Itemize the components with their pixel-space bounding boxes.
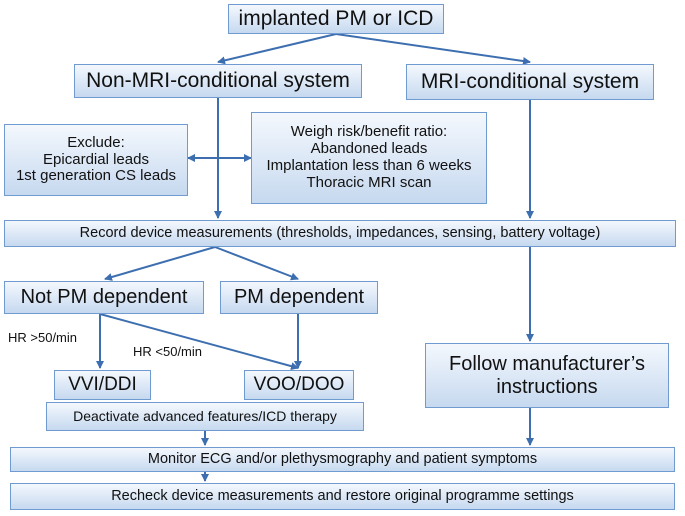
not-pm-label: Not PM dependent (20, 286, 188, 309)
hr-high-label: HR >50/min (8, 330, 77, 345)
arrow-notpm-to-voo (99, 313, 299, 371)
follow-manufacturer-box: Follow manufacturer’s instructions (425, 343, 669, 408)
follow-line: instructions (496, 375, 598, 398)
voo-label: VOO/DOO (253, 374, 345, 396)
monitor-ecg-box: Monitor ECG and/or plethysmography and p… (10, 447, 675, 472)
exclude-item: Epicardial leads (43, 150, 149, 168)
voo-doo-box: VOO/DOO (244, 370, 354, 400)
pm-dependent-box: PM dependent (220, 281, 378, 314)
weigh-item: Implantation less than 6 weeks (266, 157, 472, 174)
non-mri-conditional-box: Non-MRI-conditional system (74, 64, 362, 98)
exclude-box: Exclude: Epicardial leads 1st generation… (4, 124, 188, 196)
record-label: Record device measurements (thresholds, … (79, 225, 601, 242)
mri-label: MRI-conditional system (420, 70, 640, 94)
arrow-implanted-to-nonmri (217, 33, 337, 65)
implanted-label: implanted PM or ICD (238, 7, 434, 31)
recheck-device-box: Recheck device measurements and restore … (10, 483, 675, 510)
deactivate-features-box: Deactivate advanced features/ICD therapy (46, 402, 364, 431)
vvi-ddi-box: VVI/DDI (54, 370, 151, 400)
deactivate-label: Deactivate advanced features/ICD therapy (73, 407, 337, 424)
mri-conditional-box: MRI-conditional system (406, 64, 654, 100)
implanted-pm-icd-box: implanted PM or ICD (228, 4, 444, 34)
monitor-label: Monitor ECG and/or plethysmography and p… (147, 451, 538, 468)
arrow-record-to-notpm (104, 246, 216, 281)
pm-dep-label: PM dependent (233, 286, 365, 309)
exclude-item: 1st generation CS leads (15, 167, 177, 185)
weigh-risk-box: Weigh risk/benefit ratio: Abandoned lead… (251, 112, 487, 204)
not-pm-dependent-box: Not PM dependent (4, 281, 204, 314)
weigh-item: Thoracic MRI scan (306, 173, 432, 191)
weigh-item: Abandoned leads (310, 140, 428, 158)
non-mri-label: Non-MRI-conditional system (86, 69, 350, 93)
arrow-record-to-pmdep (214, 246, 299, 281)
record-measurements-box: Record device measurements (thresholds, … (4, 220, 676, 247)
hr-low-label: HR <50/min (133, 344, 202, 359)
vvi-label: VVI/DDI (68, 374, 137, 396)
weigh-title: Weigh risk/benefit ratio: (290, 123, 448, 141)
recheck-label: Recheck device measurements and restore … (111, 488, 574, 505)
follow-line: Follow manufacturer’s (448, 353, 645, 376)
arrow-implanted-to-mri (335, 33, 531, 65)
exclude-title: Exclude: (67, 133, 125, 151)
